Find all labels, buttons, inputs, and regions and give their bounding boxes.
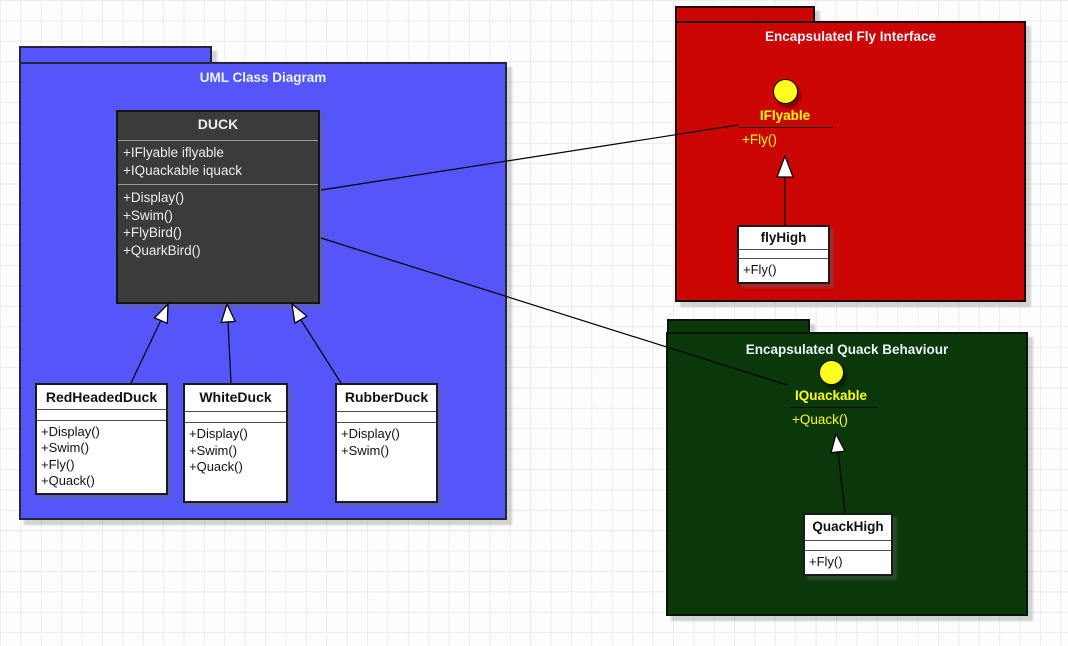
package-fly-tab[interactable] [675, 6, 815, 21]
interface-iquackable-circle-icon[interactable] [819, 360, 844, 385]
class-white-duck[interactable]: WhiteDuck +Display() +Swim() +Quack() [183, 383, 288, 503]
class-rubber-duck[interactable]: RubberDuck +Display() +Swim() [335, 383, 438, 503]
interface-iflyable-circle-icon[interactable] [773, 79, 798, 104]
interface-iquackable-divider [790, 407, 877, 408]
class-fly-high[interactable]: flyHigh +Fly() [737, 225, 830, 284]
class-red-headed-duck[interactable]: RedHeadedDuck +Display() +Swim() +Fly() … [35, 383, 168, 495]
class-duck-methods: +Display() +Swim() +FlyBird() +QuarkBird… [118, 184, 318, 302]
interface-iflyable-method: +Fly() [742, 132, 777, 147]
method-line: +Display() [189, 426, 248, 441]
interface-iflyable-divider [739, 127, 833, 128]
package-uml-title: UML Class Diagram [199, 70, 327, 85]
class-rubber-duck-methods: +Display() +Swim() [337, 422, 436, 501]
class-duck-attributes: +IFlyable iflyable +IQuackable iquack [118, 140, 318, 184]
method-line: +FlyBird() [123, 225, 182, 240]
interface-iquackable-name: IQuackable [794, 388, 868, 403]
interface-iflyable-name: IFlyable [759, 108, 811, 123]
method-line: +Fly() [809, 554, 843, 570]
class-white-duck-attributes [185, 411, 286, 422]
package-fly-title: Encapsulated Fly Interface [764, 29, 937, 44]
class-fly-high-methods: +Fly() [739, 258, 828, 282]
method-line: +Swim() [41, 440, 90, 456]
method-line: +Fly() [41, 456, 75, 472]
class-quack-high[interactable]: QuackHigh +Fly() [803, 513, 893, 576]
class-white-duck-methods: +Display() +Swim() +Quack() [185, 422, 286, 501]
class-red-headed-duck-name: RedHeadedDuck [45, 389, 158, 405]
class-fly-high-attributes [739, 248, 828, 259]
attribute-line: +IFlyable iflyable [123, 145, 224, 160]
package-quack-tab[interactable] [667, 319, 810, 332]
interface-iquackable-method: +Quack() [792, 412, 848, 427]
class-white-duck-name: WhiteDuck [199, 389, 272, 405]
method-line: +Fly() [743, 262, 777, 278]
package-uml-tab[interactable] [19, 46, 212, 62]
method-line: +Quack() [189, 459, 243, 475]
class-rubber-duck-attributes [337, 411, 436, 422]
class-rubber-duck-name: RubberDuck [344, 389, 429, 405]
class-red-headed-duck-methods: +Display() +Swim() +Fly() +Quack() [37, 419, 166, 493]
method-line: +QuarkBird() [123, 242, 201, 258]
method-line: +Display() [341, 426, 400, 441]
attribute-line: +IQuackable iquack [123, 163, 242, 178]
method-line: +Swim() [341, 442, 390, 458]
class-duck[interactable]: DUCK +IFlyable iflyable +IQuackable iqua… [116, 110, 320, 304]
class-duck-name: DUCK [197, 116, 239, 132]
package-quack-title: Encapsulated Quack Behaviour [745, 342, 949, 357]
method-line: +Display() [123, 190, 185, 205]
method-line: +Display() [41, 423, 100, 439]
method-line: +Swim() [189, 442, 238, 458]
class-fly-high-name: flyHigh [760, 230, 807, 245]
class-quack-high-attributes [805, 539, 891, 551]
package-fly[interactable]: Encapsulated Fly Interface [675, 21, 1026, 302]
method-line: +Swim() [123, 207, 173, 223]
class-quack-high-name: QuackHigh [812, 519, 884, 534]
method-line: +Quack() [41, 473, 95, 489]
class-quack-high-methods: +Fly() [805, 550, 891, 574]
class-red-headed-duck-attributes [37, 409, 166, 419]
